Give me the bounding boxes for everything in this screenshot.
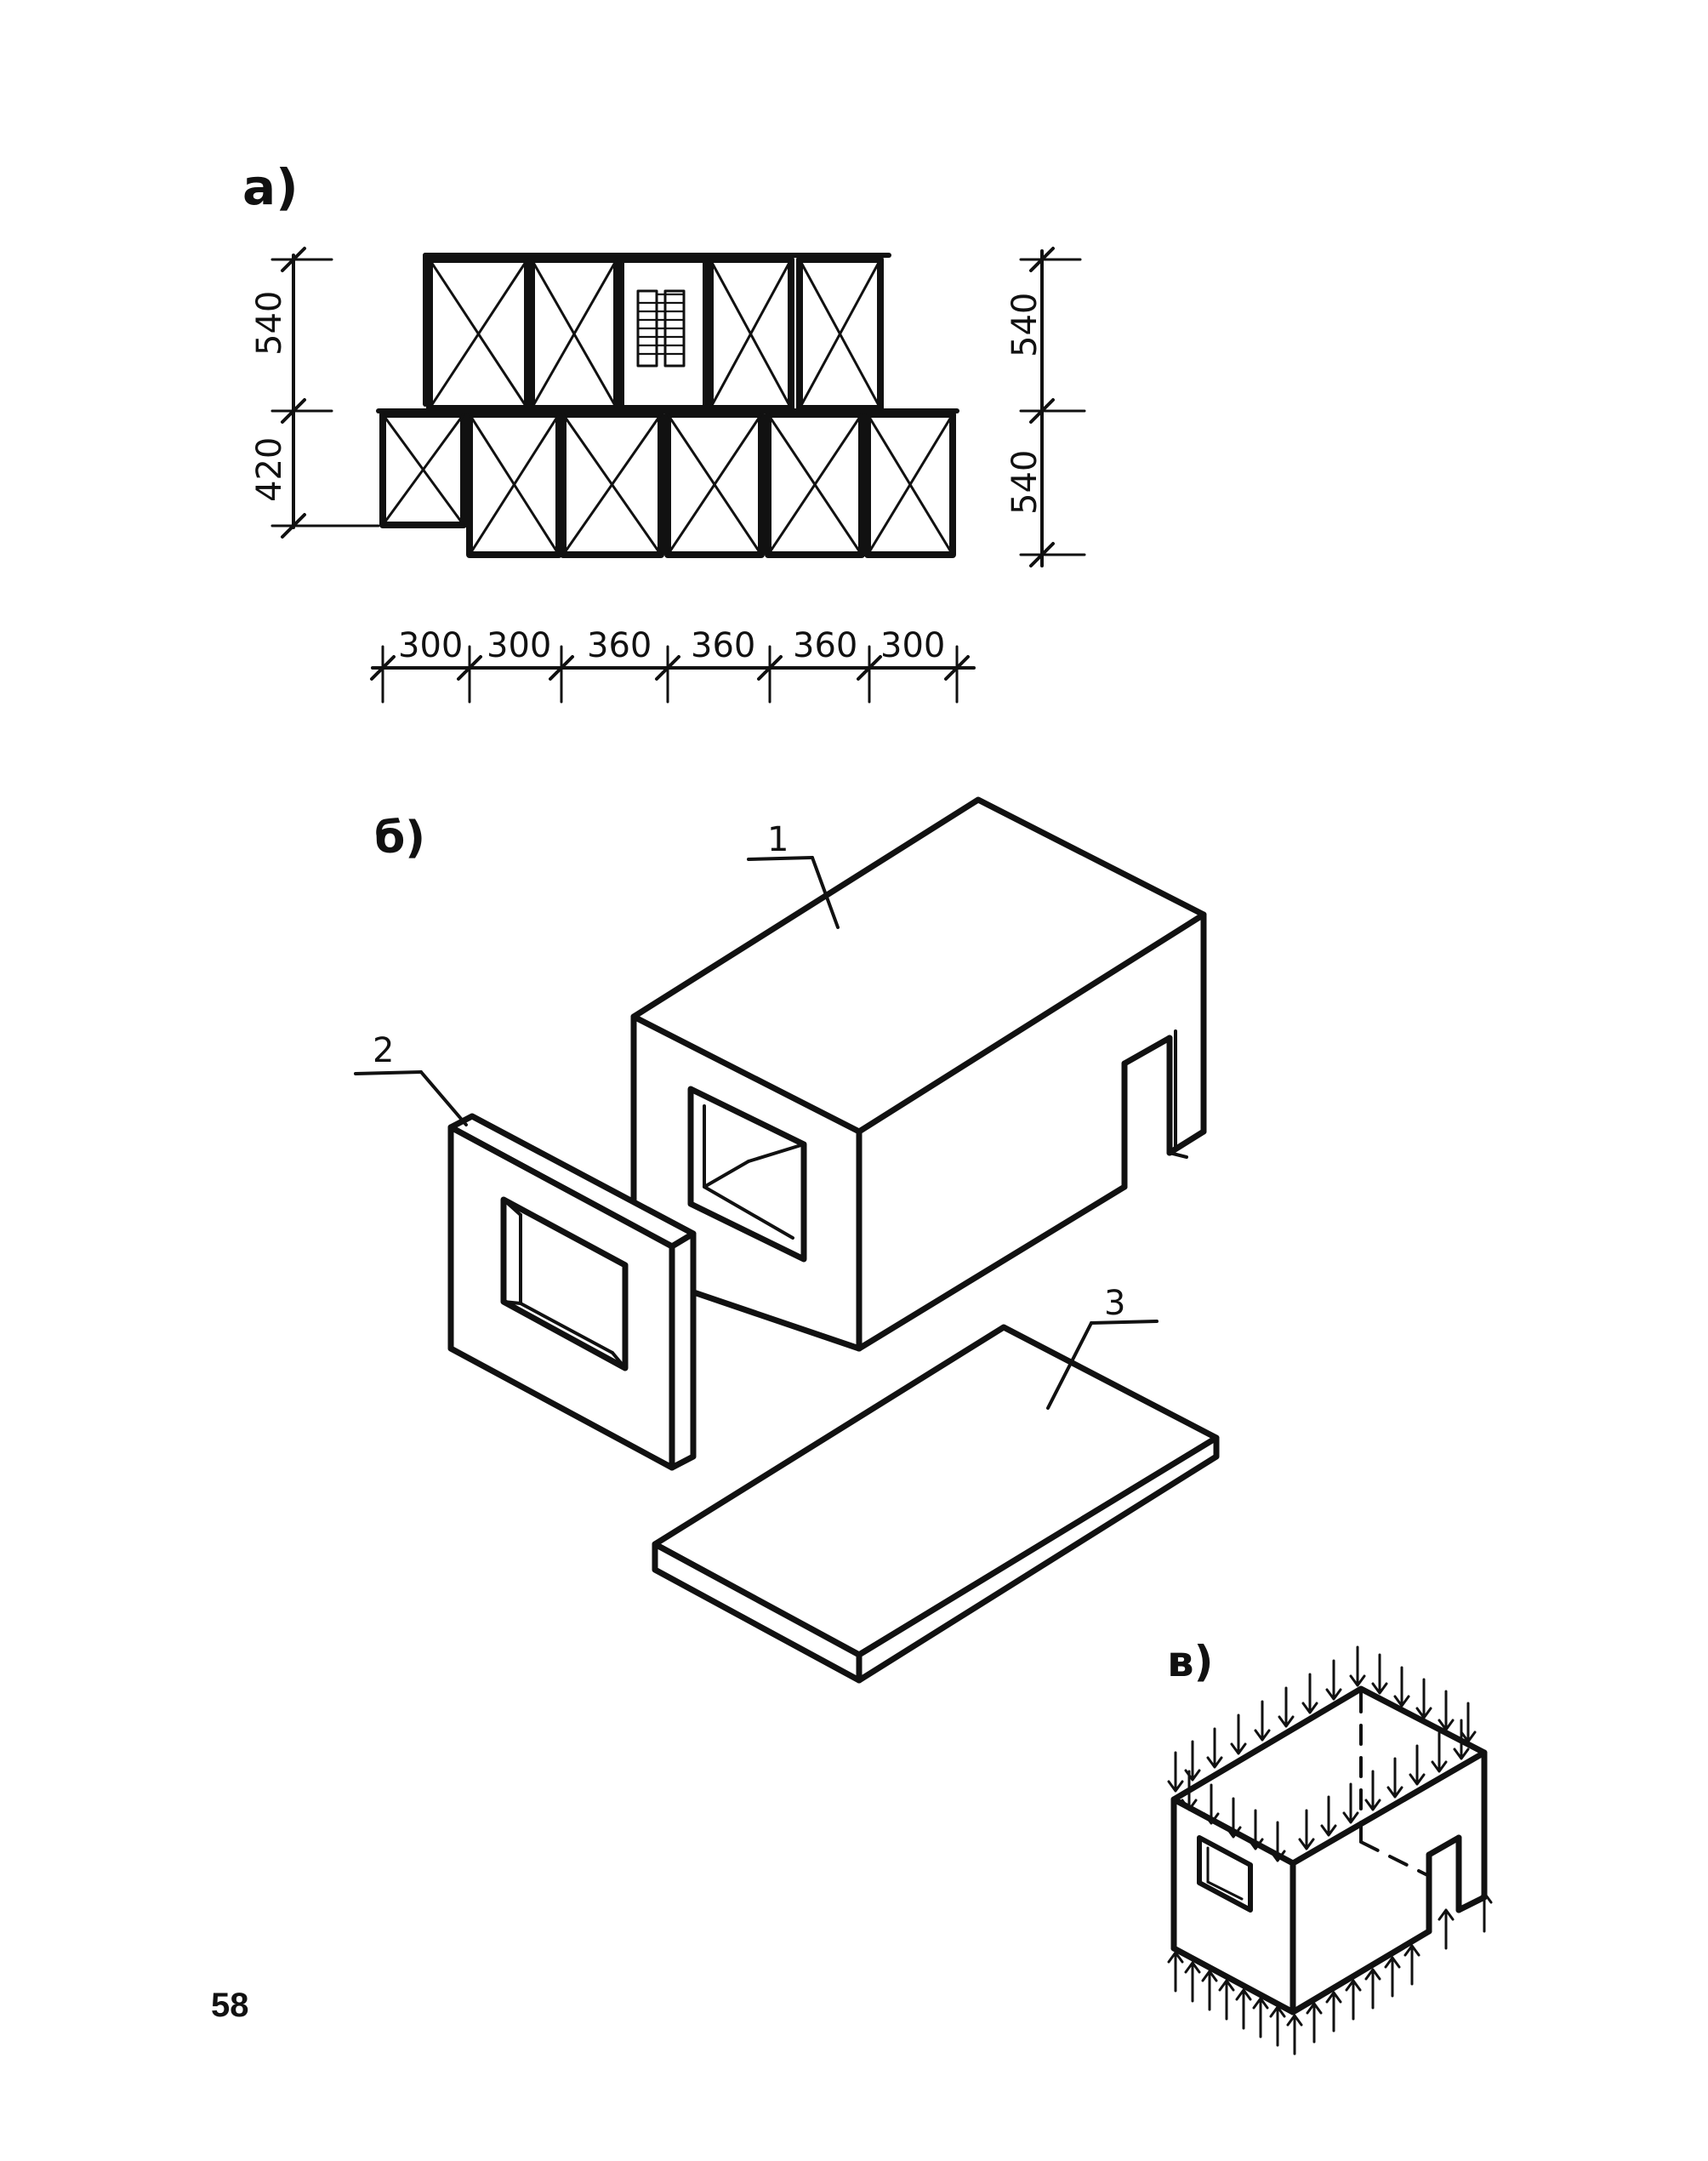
callout-3-leader [1090,1320,1159,1325]
loaded-block [1167,1645,1493,2056]
figure-a-label: а) [242,158,299,216]
dim-bottom-3: 360 [587,626,652,665]
dim-bottom-1: 300 [398,626,463,665]
bottom-dimension-chain: 300 300 360 360 360 300 [370,626,976,704]
figure-c-label: в) [1167,1637,1214,1686]
downward-load-arrows [1167,1645,1477,1862]
callout-1-leader [747,856,814,861]
block-bottom-5 [765,411,865,558]
block-bottom-4 [664,411,765,558]
left-dimension-chain: 540 420 [250,247,380,539]
dim-left-lower: 420 [250,437,289,502]
dim-bottom-5: 360 [793,626,857,665]
page-number: 58 [211,1987,249,2024]
floor-slab: 3 [652,1284,1220,1684]
dim-bottom-6: 300 [880,626,945,665]
block-bottom-1 [379,411,467,528]
top-row-blocks [423,253,891,412]
block-bottom-2 [466,411,562,558]
figure-c-load-diagram: в) [1167,1637,1493,2056]
block-bottom-6 [864,411,956,558]
dim-right-lower: 540 [1005,450,1045,515]
figure-b-label: б) [374,813,425,864]
callout-1-number: 1 [767,820,789,859]
callout-2-leader [354,1070,423,1075]
volumetric-block-box: 1 [630,796,1207,1352]
dim-bottom-2: 300 [487,626,551,665]
callout-3-number: 3 [1104,1284,1125,1323]
dim-bottom-4: 360 [691,626,755,665]
block-bottom-3 [560,411,664,558]
stair-icon [636,289,686,368]
dim-left-upper: 540 [250,291,289,356]
box-window-opening [687,1086,807,1263]
bottom-row-blocks [376,408,959,558]
dim-right-upper: 540 [1005,293,1045,357]
figure-a-plan: а) [242,158,1086,704]
callout-2-number: 2 [373,1031,394,1070]
wall-panel: 2 [354,1031,697,1471]
figure-b-exploded-view: б) 1 [354,796,1220,1684]
upward-reaction-arrows [1167,1891,1493,2056]
stair-block [618,256,709,412]
right-dimension-chain: 540 540 [1005,247,1086,567]
